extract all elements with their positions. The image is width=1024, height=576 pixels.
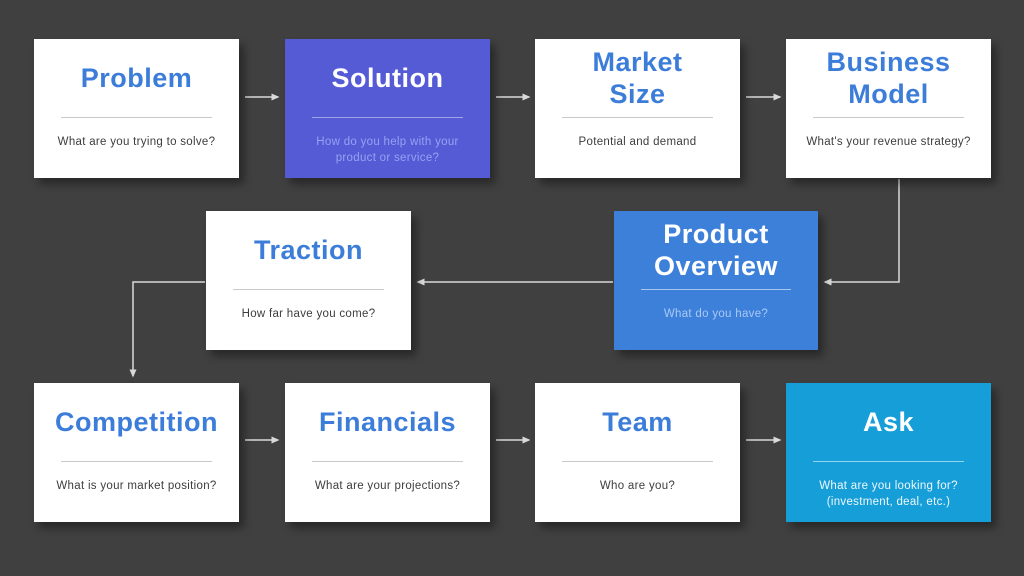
card-competition: Competition What is your market position… — [34, 383, 239, 522]
card-problem-title: Problem — [80, 62, 193, 93]
card-financials-subtitle: What are your projections? — [314, 480, 461, 492]
card-team: Team Who are you? — [535, 383, 740, 522]
card-market-size-divider — [561, 117, 714, 118]
card-problem: Problem What are you trying to solve? — [34, 39, 239, 178]
card-ask-subtitle: What are you looking for? (investment, d… — [819, 480, 958, 509]
card-solution: Solution How do you help with your produ… — [285, 39, 490, 178]
card-market-size-title: Market Size — [592, 46, 683, 109]
card-business-model-subtitle: What's your revenue strategy? — [806, 136, 971, 148]
card-market-size-subtitle: Potential and demand — [578, 136, 697, 148]
card-market-size: Market Size Potential and demand — [535, 39, 740, 178]
card-problem-divider — [60, 117, 213, 118]
card-traction-subtitle: How far have you come? — [241, 308, 376, 320]
card-traction-title: Traction — [253, 234, 364, 265]
card-ask: Ask What are you looking for? (investmen… — [786, 383, 991, 522]
card-solution-subtitle: How do you help with your product or ser… — [316, 136, 459, 165]
card-solution-divider — [311, 117, 464, 118]
card-business-model: Business Model What's your revenue strat… — [786, 39, 991, 178]
arrow-business-model-to-product-overview — [823, 179, 900, 286]
card-financials: Financials What are your projections? — [285, 383, 490, 522]
card-competition-divider — [60, 461, 213, 462]
card-product-overview-subtitle: What do you have? — [663, 308, 769, 320]
card-traction-divider — [232, 289, 385, 290]
card-financials-title: Financials — [318, 406, 457, 437]
arrow-traction-to-competition — [129, 281, 205, 378]
card-product-overview-divider — [640, 289, 792, 290]
card-team-subtitle: Who are you? — [599, 480, 676, 492]
card-business-model-divider — [812, 117, 965, 118]
card-problem-subtitle: What are you trying to solve? — [57, 136, 216, 148]
card-ask-title: Ask — [862, 406, 915, 437]
card-solution-title: Solution — [331, 62, 444, 93]
card-team-title: Team — [602, 406, 673, 437]
card-competition-title: Competition — [55, 406, 218, 437]
card-financials-divider — [311, 461, 464, 462]
card-competition-subtitle: What is your market position? — [56, 480, 217, 492]
card-ask-divider — [812, 461, 965, 462]
card-business-model-title: Business Model — [826, 46, 951, 109]
card-team-divider — [561, 461, 714, 462]
card-product-overview: Product Overview What do you have? — [614, 211, 818, 350]
card-traction: Traction How far have you come? — [206, 211, 411, 350]
card-product-overview-title: Product Overview — [653, 218, 779, 281]
